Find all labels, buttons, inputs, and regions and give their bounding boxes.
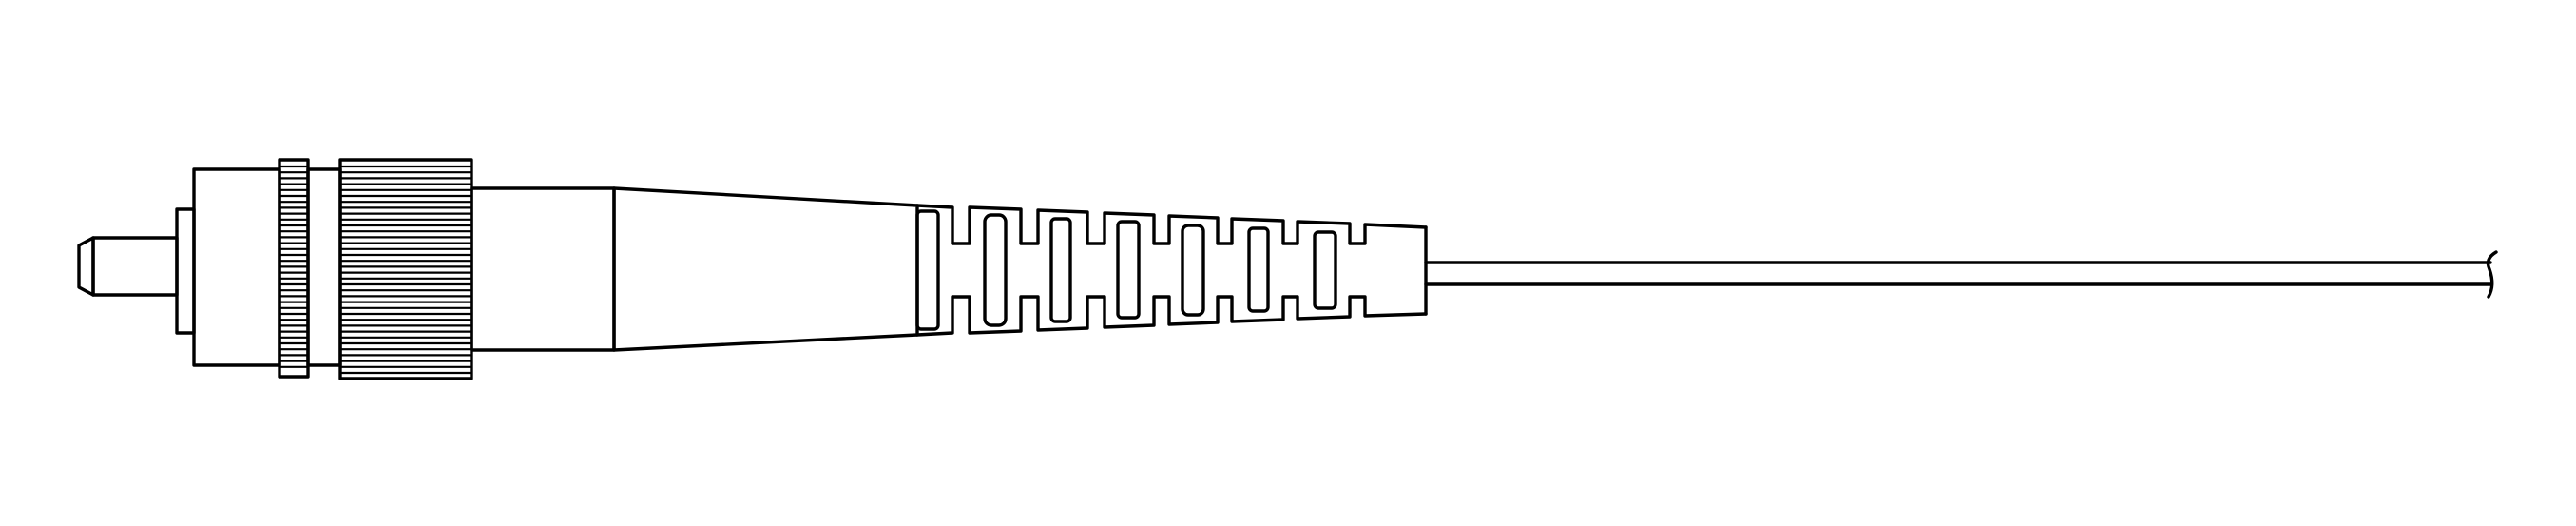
knurled-ring (278, 158, 310, 379)
coupling-nut-outline (338, 158, 473, 380)
back-shell (470, 186, 919, 352)
boot-slot-4 (1116, 220, 1141, 320)
body-main (192, 167, 281, 367)
body-neck (306, 167, 342, 367)
boot-slot-5 (1181, 224, 1205, 317)
knurled-ring-hatching (279, 165, 308, 368)
boot-slot-2 (983, 213, 1008, 327)
fiber-cable (1424, 250, 2498, 299)
boot-slot-3 (1049, 217, 1072, 323)
ferrule (77, 236, 179, 297)
boot-slot-6 (1247, 226, 1270, 313)
knurled-ring-outline (278, 158, 310, 379)
coupling-nut (338, 158, 473, 380)
boot-slot-7 (1313, 230, 1337, 310)
body-step (175, 207, 196, 335)
cable-break-mark (2486, 250, 2498, 299)
ferrule-tip-bevel (77, 236, 95, 297)
boot-top-edge (915, 204, 1428, 245)
boot-bottom-edge (915, 295, 1428, 337)
strain-relief-boot (915, 204, 1428, 337)
connector-body (175, 167, 342, 367)
back-shell-taper (612, 186, 919, 352)
ferrule-barrel (91, 236, 179, 297)
boot-slot-1 (915, 209, 940, 331)
back-shell-cylinder (470, 186, 616, 352)
coupling-nut-hatching (340, 165, 471, 375)
